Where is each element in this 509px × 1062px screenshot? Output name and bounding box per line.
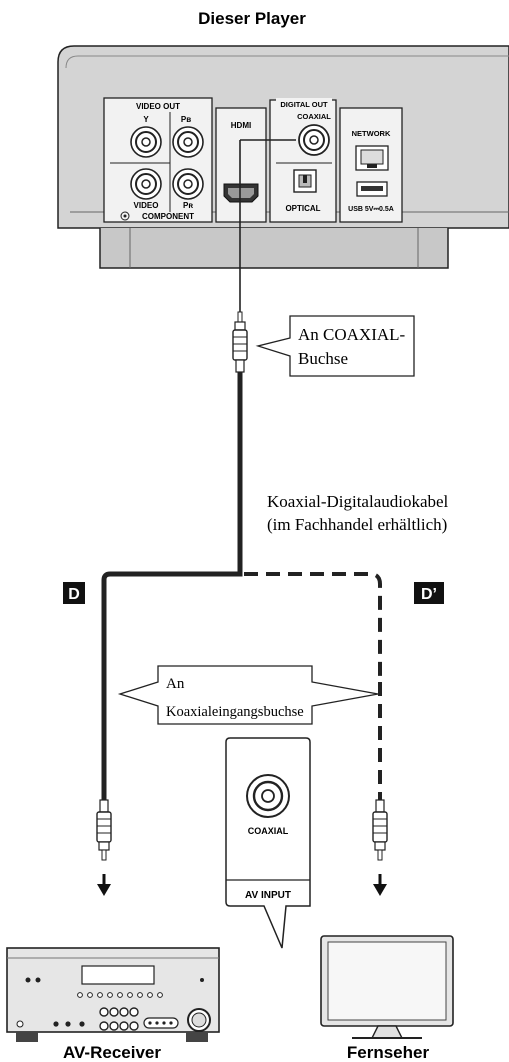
usb-port-icon xyxy=(356,181,388,197)
route-badge-d-prime: D’ xyxy=(414,582,444,604)
video-label: VIDEO xyxy=(134,201,159,210)
route-d-prime-label: D’ xyxy=(421,586,437,603)
component-icon xyxy=(120,211,130,221)
av-input-label: AV INPUT xyxy=(245,890,291,901)
network-label: NETWORK xyxy=(352,129,391,138)
dashed-cable-d-prime xyxy=(244,572,382,682)
av-input-callout: COAXIAL AV INPUT xyxy=(225,737,311,949)
cable-to-receiver xyxy=(96,682,112,861)
video-out-label: VIDEO OUT xyxy=(136,102,180,111)
cable-to-tv xyxy=(372,682,388,861)
arrow-down-receiver-icon xyxy=(97,874,111,896)
network-port-icon xyxy=(355,145,389,171)
y-jack xyxy=(130,126,162,158)
route-badge-d: D xyxy=(63,582,85,604)
callout-to-input: An Koaxialeingangsbuchse xyxy=(117,665,379,725)
player-rear-panel: VIDEO OUT Y Pʙ VIDEO Pʀ xyxy=(57,45,509,269)
usb-label: USB 5V⎓0.5A xyxy=(348,206,394,213)
video-jack xyxy=(130,168,162,200)
av-receiver-icon xyxy=(6,947,220,1042)
pb-label: Pʙ xyxy=(181,115,191,124)
component-label: COMPONENT xyxy=(142,212,194,221)
arrow-down-tv-icon xyxy=(373,874,387,896)
digital-out-label: DIGITAL OUT xyxy=(280,100,328,109)
player-title: Dieser Player xyxy=(198,9,306,28)
optical-port-icon xyxy=(293,169,317,193)
pr-label: Pʀ xyxy=(183,201,193,210)
coaxial-input-jack-icon xyxy=(246,774,290,818)
hdmi-label: HDMI xyxy=(231,121,251,130)
coaxial-out-jack xyxy=(298,124,330,156)
callout-to-coaxial: An COAXIAL- Buchse xyxy=(255,315,415,377)
callout-input-line1: An xyxy=(166,676,185,692)
av-receiver-label: AV-Receiver xyxy=(63,1043,161,1062)
callout-coaxial-line1: An COAXIAL- xyxy=(298,325,406,344)
coaxial-cable-top xyxy=(101,139,296,682)
coaxial-out-label: COAXIAL xyxy=(297,112,331,121)
route-d-label: D xyxy=(68,586,80,603)
av-input-coaxial-label: COAXIAL xyxy=(248,826,289,836)
hdmi-port-icon xyxy=(223,183,259,203)
y-label: Y xyxy=(143,115,149,124)
callout-input-line2: Koaxialeingangsbuchse xyxy=(166,704,304,720)
cable-label-line1: Koaxial-Digitalaudiokabel xyxy=(267,492,449,511)
pr-jack xyxy=(172,168,204,200)
optical-label: OPTICAL xyxy=(285,204,320,213)
cable-label-line2: (im Fachhandel erhältlich) xyxy=(267,515,447,534)
tv-label: Fernseher xyxy=(347,1043,430,1062)
pb-jack xyxy=(172,126,204,158)
tv-icon xyxy=(320,935,454,1039)
callout-coaxial-line2: Buchse xyxy=(298,349,348,368)
